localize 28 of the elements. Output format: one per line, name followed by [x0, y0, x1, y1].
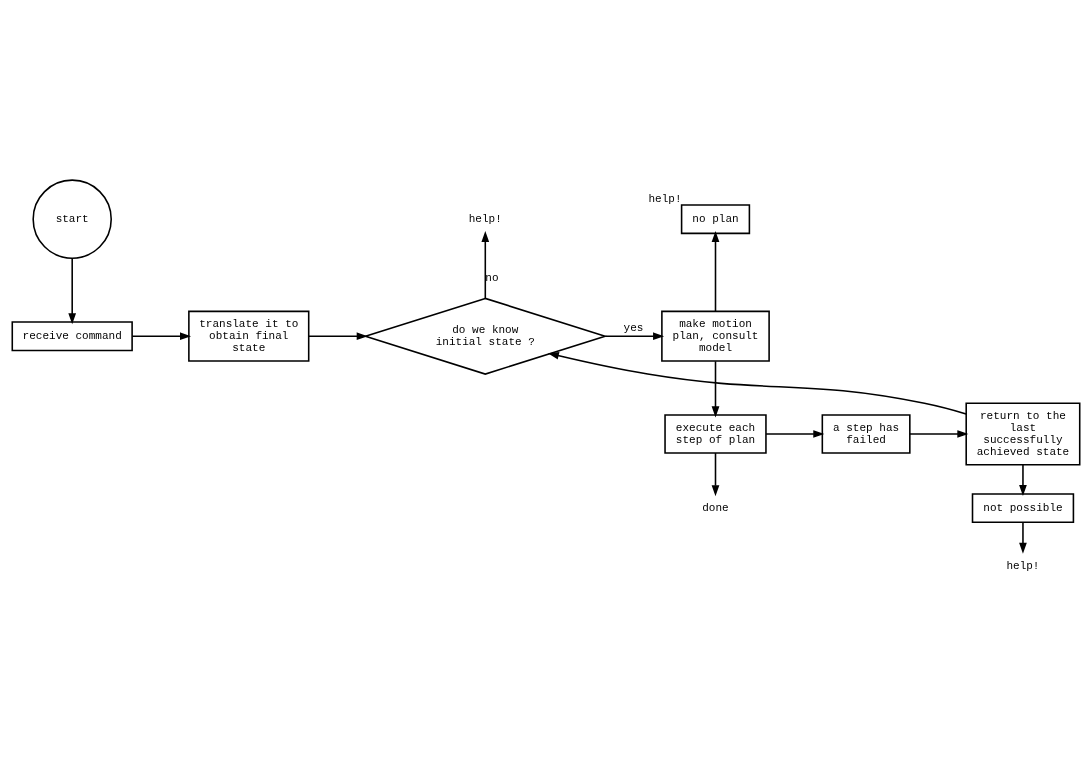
node-box: execute each step of plan — [664, 413, 767, 454]
edge-label: no — [485, 271, 499, 284]
node-box: translate it to obtain final state — [188, 310, 310, 362]
node-label: help! — [648, 192, 682, 205]
node-circle: start — [32, 178, 112, 259]
arrow — [131, 331, 192, 340]
node-text: help! — [1006, 559, 1040, 572]
arrow — [711, 360, 720, 417]
node-box: a step has failed — [821, 413, 911, 454]
node-box: return to the last successfully achieved state — [965, 401, 1081, 466]
arrow — [711, 230, 720, 312]
node-text: done — [702, 501, 729, 514]
node-text: help! — [468, 212, 502, 225]
arrow — [604, 331, 665, 340]
arrow — [1019, 521, 1027, 554]
node-box: not possible — [971, 492, 1075, 523]
arrow — [547, 351, 967, 415]
node-box: receive command — [11, 320, 133, 351]
edge-label: yes — [623, 321, 644, 334]
arrow — [68, 257, 77, 324]
arrow — [909, 429, 969, 438]
node-box: no plan — [680, 203, 751, 234]
arrow — [765, 429, 825, 438]
node-box: make motion plan, consult model — [661, 310, 770, 362]
arrow — [711, 451, 720, 496]
arrow — [308, 331, 368, 340]
arrow — [1019, 463, 1027, 496]
arrow — [481, 230, 490, 299]
